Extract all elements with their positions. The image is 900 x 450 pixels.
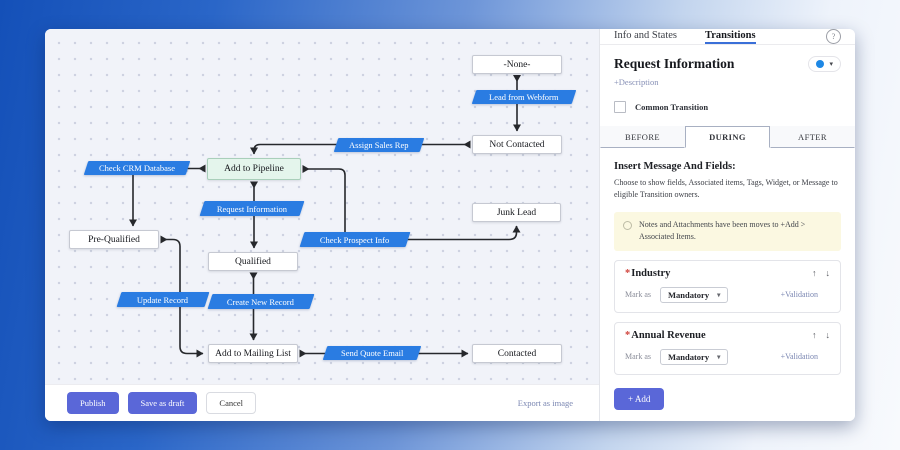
field-name: *Annual Revenue (625, 329, 706, 341)
transition-label[interactable]: Create New Record (207, 293, 315, 309)
transition-label[interactable]: Lead from Webform (471, 90, 577, 104)
mark-as-dropdown[interactable]: Mandatory▾ (660, 348, 729, 365)
stage-tab-after[interactable]: AFTER (770, 126, 855, 148)
move-up-icon[interactable]: ↑ (812, 330, 817, 341)
publish-button[interactable]: Publish (67, 392, 119, 414)
required-marker: * (625, 329, 631, 341)
tab-info-and-states[interactable]: Info and States (614, 30, 677, 41)
chevron-down-icon: ▾ (829, 59, 833, 68)
note-box: Notes and Attachments have been moves to… (614, 211, 841, 251)
required-marker: * (625, 267, 631, 279)
validation-link[interactable]: +Validation (780, 352, 818, 362)
transition-label[interactable]: Assign Sales Rep (333, 138, 425, 152)
state-node[interactable]: Not Contacted (472, 135, 562, 154)
state-node[interactable]: Junk Lead (472, 203, 561, 222)
canvas-footer: Publish Save as draft Cancel Export as i… (45, 384, 599, 421)
add-field-button[interactable]: + Add (614, 387, 665, 410)
add-description-link[interactable]: +Description (614, 77, 659, 87)
common-transition-checkbox[interactable] (614, 101, 626, 113)
state-node[interactable]: Add to Pipeline (207, 158, 301, 180)
transition-label[interactable]: Check CRM Database (83, 161, 191, 175)
panel-body: Insert Message And Fields: Choose to sho… (600, 148, 855, 421)
status-dropdown[interactable]: ▾ (808, 56, 841, 72)
status-dot-icon (816, 60, 825, 68)
move-up-icon[interactable]: ↑ (812, 268, 817, 279)
cancel-button[interactable]: Cancel (206, 392, 257, 414)
dropdown-caret-icon: ▾ (717, 353, 721, 361)
state-node[interactable]: -None- (472, 55, 562, 74)
stage-tab-before[interactable]: BEFORE (600, 126, 685, 148)
validation-link[interactable]: +Validation (780, 290, 818, 300)
save-as-draft-button[interactable]: Save as draft (127, 392, 198, 414)
move-down-icon[interactable]: ↓ (825, 330, 831, 341)
info-icon (623, 220, 632, 230)
move-down-icon[interactable]: ↓ (825, 268, 831, 279)
mark-as-dropdown[interactable]: Mandatory▾ (660, 286, 729, 303)
transition-panel: Info and States Transitions ? Request In… (600, 29, 855, 421)
transition-title: Request Information (614, 56, 735, 71)
field-card: *Industry ↑ ↓ Mark as Mandatory▾ +Validation (614, 259, 841, 313)
transition-label[interactable]: Update Record (116, 291, 210, 307)
state-node[interactable]: Qualified (208, 252, 298, 271)
common-transition-label: Common Transition (635, 102, 709, 112)
export-as-image-link[interactable]: Export as image (517, 398, 573, 408)
mark-as-label: Mark as (625, 290, 651, 300)
state-node[interactable]: Pre-Qualified (69, 230, 159, 249)
state-node[interactable]: Contacted (472, 344, 562, 363)
field-name: *Industry (625, 267, 671, 279)
section-description: Choose to show fields, Associated items,… (614, 178, 838, 200)
section-title: Insert Message And Fields: (614, 161, 736, 172)
help-icon[interactable]: ? (826, 29, 841, 44)
transition-label[interactable]: Send Quote Email (322, 346, 422, 360)
dropdown-caret-icon: ▾ (717, 291, 721, 299)
mark-as-label: Mark as (625, 352, 651, 362)
transition-label[interactable]: Check Prospect Info (299, 231, 411, 247)
common-transition-row: Common Transition (614, 101, 841, 113)
panel-tabs: Info and States Transitions ? (600, 29, 855, 45)
transition-label[interactable]: Request Information (199, 200, 305, 216)
edge-pipeline-prequalified (129, 164, 206, 227)
edge-notcontacted-pipeline (250, 140, 471, 155)
stage-tab-during[interactable]: DURING (685, 126, 770, 148)
transition-title-row: Request Information ▾ (600, 45, 855, 72)
tab-transitions[interactable]: Transitions (705, 29, 756, 44)
field-card: *Annual Revenue ↑ ↓ Mark as Mandatory▾ +Valid… (614, 321, 841, 375)
note-text: Notes and Attachments have been moves to… (639, 219, 806, 242)
state-node[interactable]: Add to Mailing List (208, 344, 298, 363)
